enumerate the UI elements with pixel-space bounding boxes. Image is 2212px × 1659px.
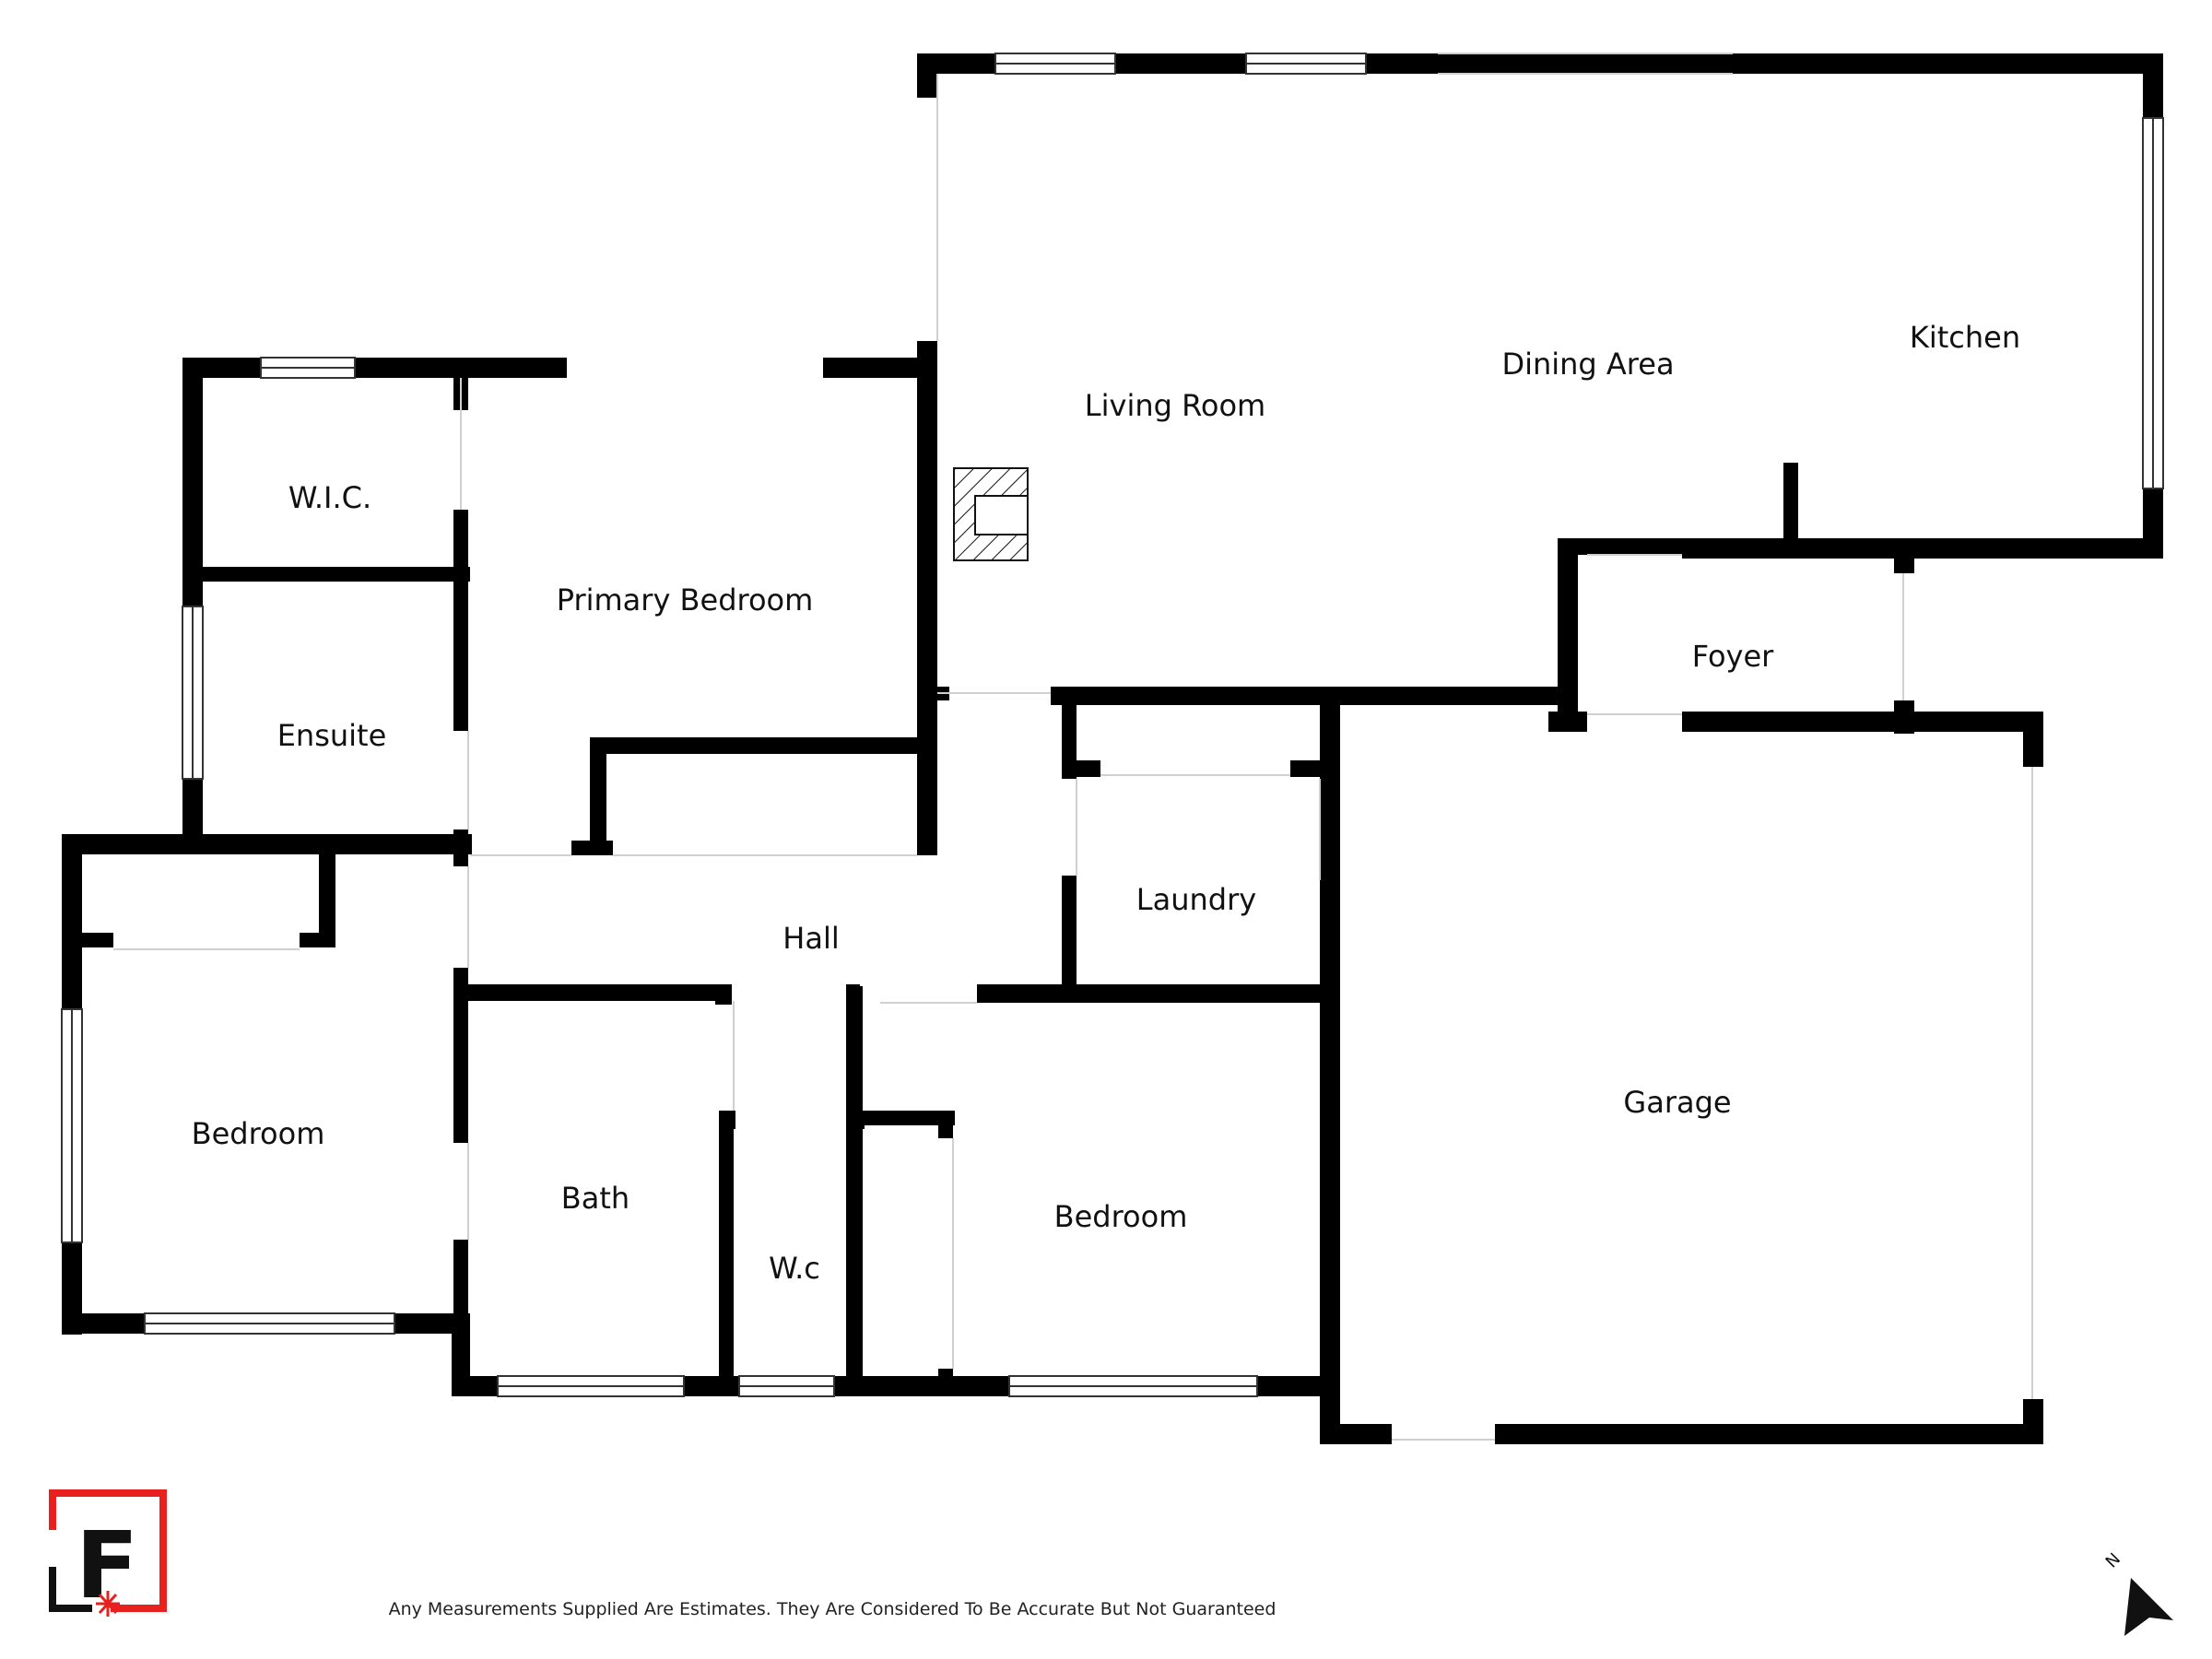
logo-spark-icon [96,1591,120,1617]
room-label-dining-area: Dining Area [1501,347,1674,382]
fireplace-icon [953,467,1029,561]
room-label-ensuite: Ensuite [277,718,387,753]
opening-lines [113,53,2033,1441]
logo-frame [49,1489,167,1612]
north-arrow-icon [2124,1578,2173,1636]
room-label-wic: W.I.C. [288,480,371,515]
windows [61,53,2164,1397]
room-label-bedroom-west: Bedroom [192,1116,325,1151]
room-label-bedroom-south: Bedroom [1054,1199,1188,1234]
walls [62,53,2163,1444]
room-label-wc: W.c [769,1251,820,1286]
brand-logo: F [49,1489,167,1619]
room-label-foyer: Foyer [1692,639,1774,674]
room-label-bath: Bath [561,1181,629,1216]
room-labels: Living Room Dining Area Kitchen W.I.C. P… [192,320,2021,1286]
compass: N [2102,1549,2173,1636]
disclaimer-text: Any Measurements Supplied Are Estimates.… [389,1599,1277,1619]
compass-label: N [2102,1549,2124,1571]
room-label-garage: Garage [1623,1085,1731,1120]
room-label-hall: Hall [782,921,839,956]
room-label-primary-bedroom: Primary Bedroom [557,582,814,618]
room-label-laundry: Laundry [1136,882,1256,917]
room-label-kitchen: Kitchen [1910,320,2020,355]
room-label-living-room: Living Room [1085,388,1265,423]
logo-frame-dark [49,1567,92,1612]
